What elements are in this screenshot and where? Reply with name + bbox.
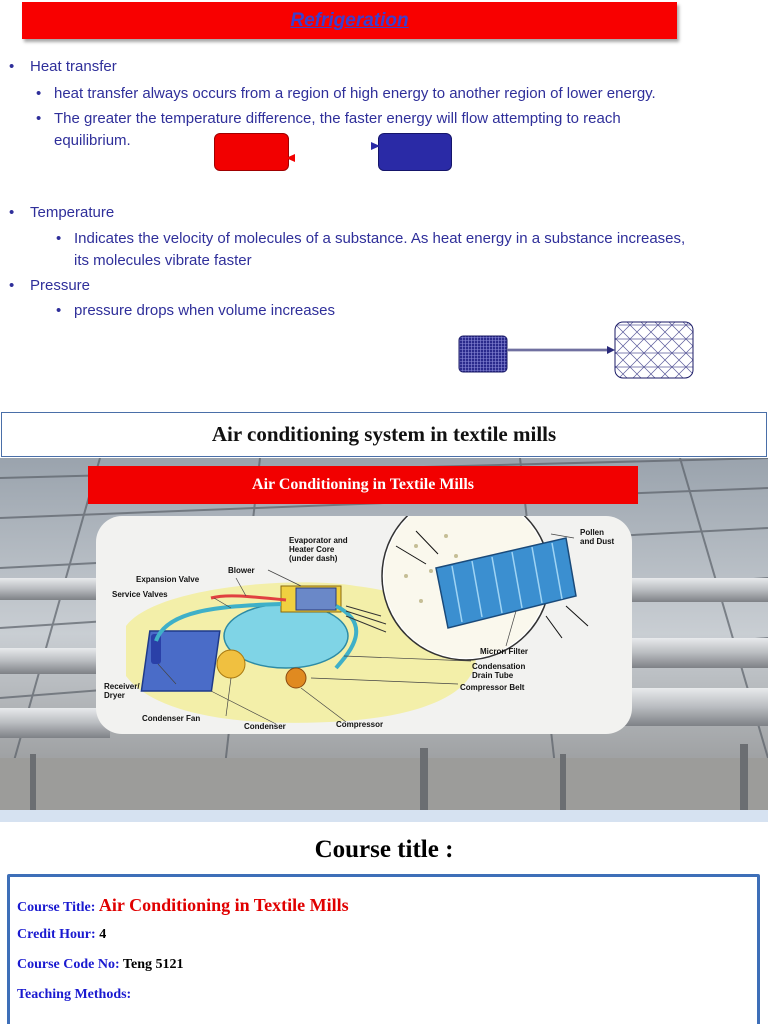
course-row-code: Course Code No: Teng 5121 (17, 957, 184, 972)
ac-diagram-art (126, 516, 589, 725)
slide2-header-text: Air conditioning system in textile mills (211, 422, 557, 446)
cold-block (378, 133, 452, 171)
bullet-pressure-sub: pressure drops when volume increases (56, 300, 335, 322)
label-evaporator: Evaporator and Heater Core (under dash) (289, 536, 348, 563)
slide2-header: Air conditioning system in textile mills (1, 412, 767, 457)
bullet-pressure: Pressure (9, 275, 90, 297)
course-row-teaching-methods: Teaching Methods: (17, 987, 132, 1002)
label-pollen-dust: Pollen and Dust (580, 528, 615, 546)
course-slide-title: Course title : (314, 836, 454, 863)
slide-course-title: Course title : Course Title: Air Conditi… (0, 822, 768, 1024)
label-blower: Blower (228, 566, 255, 575)
slide-air-conditioning: Air conditioning system in textile mills (0, 410, 768, 822)
bullet-temp-sub-line2: its molecules vibrate faster (74, 252, 252, 269)
bullet-temperature: Temperature (9, 202, 114, 224)
course-row-title: Course Title: Air Conditioning in Textil… (17, 895, 349, 915)
label-condensation-tube: Condensation Drain Tube (472, 662, 526, 680)
heat-flow-arrows (286, 142, 380, 162)
slide2-subtitle-banner: Air Conditioning in Textile Mills (88, 466, 638, 504)
slide-refrigeration: Refrigeration Heat transfer heat transfe… (0, 0, 768, 408)
label-compressor-belt: Compressor Belt (460, 683, 525, 692)
bullet-temp-sub-line1: Indicates the velocity of molecules of a… (56, 228, 685, 250)
pressure-volume-diagram (458, 321, 694, 379)
label-compressor: Compressor (336, 720, 384, 729)
ac-system-diagram: Evaporator and Heater Core (under dash) … (96, 516, 632, 734)
bullet-heat-sub2-line1: The greater the temperature difference, … (36, 108, 621, 130)
label-service-valves: Service Valves (112, 590, 168, 599)
label-condenser-fan: Condenser Fan (142, 714, 201, 723)
course-row-credit-hour: Credit Hour: 4 (17, 927, 107, 942)
course-info-box: Course Title: Air Conditioning in Textil… (7, 874, 760, 1024)
slide2-subtitle: Air Conditioning in Textile Mills (252, 476, 474, 493)
bullet-heat-transfer: Heat transfer (9, 56, 117, 78)
bullet-heat-sub2-line2: equilibrium. (54, 132, 131, 149)
slide-separator (0, 810, 768, 822)
label-receiver-dryer: Receiver/ Dryer (104, 682, 140, 700)
hot-block (214, 133, 289, 171)
slide-title-banner: Refrigeration (22, 2, 677, 39)
bullet-heat-sub1: heat transfer always occurs from a regio… (36, 83, 656, 105)
label-condenser: Condenser (244, 722, 286, 731)
slide-title: Refrigeration (290, 9, 409, 31)
factory-ceiling-photo: Air Conditioning in Textile Mills (0, 458, 768, 810)
label-micron-filter: Micron Filter (480, 647, 529, 656)
label-expansion-valve: Expansion Valve (136, 575, 200, 584)
